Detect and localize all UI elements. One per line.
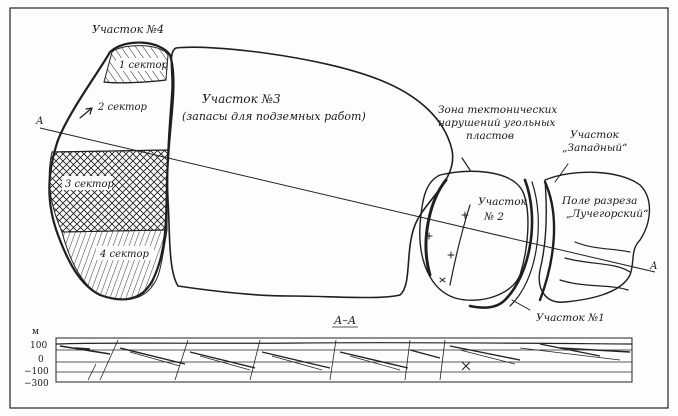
- label-zone-line1: Зона тектонических: [438, 104, 557, 116]
- label-sector2: 2 сектор: [97, 102, 148, 113]
- section-line-a-a: [39, 127, 656, 273]
- label-uchastok3: Участок №3: [202, 92, 281, 106]
- label-uchastok3-note: (запасы для подземных работ): [182, 110, 366, 123]
- sector3-label-bg: [62, 176, 112, 190]
- label-uchastok2-line1: Участок: [478, 196, 528, 208]
- uchastok2-seam-1: [424, 178, 448, 277]
- arrow-sector2: [79, 107, 93, 119]
- pole-outline: [538, 171, 651, 303]
- profile-tick-0: 0: [38, 355, 44, 365]
- label-zapadny-line2: „Западный“: [562, 142, 628, 154]
- label-sector3: 3 сектор: [65, 179, 115, 190]
- uchastok2-seam-4: [509, 181, 539, 307]
- arrow-uchastok1: [511, 299, 531, 311]
- sector4-area: [61, 229, 168, 301]
- label-uchastok1: Участок №1: [536, 312, 605, 324]
- uchastok2-outline: [419, 170, 529, 301]
- sector4-label-bg: [96, 246, 154, 260]
- sector3-area: [48, 149, 169, 233]
- label-pole-line2: „Лучегорский“: [566, 208, 649, 220]
- pole-seam-2: [564, 257, 631, 273]
- uchastok3-outline: [166, 46, 454, 299]
- label-uchastok4: Участок №4: [92, 23, 164, 36]
- profile-section: [55, 337, 633, 383]
- label-zone-line2: нарушений угольных: [438, 117, 556, 129]
- profile-tick-minus100: −100: [24, 367, 49, 377]
- sector1-label-bg: [116, 58, 162, 71]
- profile-unit: м: [32, 327, 39, 337]
- label-sector4: 4 сектор: [99, 249, 150, 260]
- label-pole-line1: Поле разреза: [561, 195, 637, 207]
- label-section-a-right: А: [649, 261, 658, 272]
- pole-seam-1: [538, 180, 556, 302]
- map-frame: [9, 7, 669, 409]
- sector-divider-1: [103, 79, 167, 84]
- label-section-a-left: А: [35, 116, 44, 127]
- fault-markers: [425, 211, 469, 283]
- label-zapadny-line1: Участок: [570, 129, 620, 141]
- pole-seam-3: [559, 279, 629, 291]
- uchastok2-seam-2: [449, 204, 471, 286]
- label-section-title: А–А: [333, 314, 356, 327]
- label-sector1: 1 сектор: [119, 60, 169, 71]
- label-uchastok2-line2: № 2: [483, 211, 504, 223]
- arrow-zapadny: [554, 163, 569, 183]
- pole-seam-4: [574, 241, 631, 253]
- label-zone-line3: пластов: [466, 130, 514, 142]
- arrow-zone: [461, 157, 471, 171]
- profile-tick-minus300: −300: [24, 379, 49, 389]
- profile-tick-100: 100: [30, 341, 47, 351]
- uchastok2-seam-3: [468, 178, 534, 309]
